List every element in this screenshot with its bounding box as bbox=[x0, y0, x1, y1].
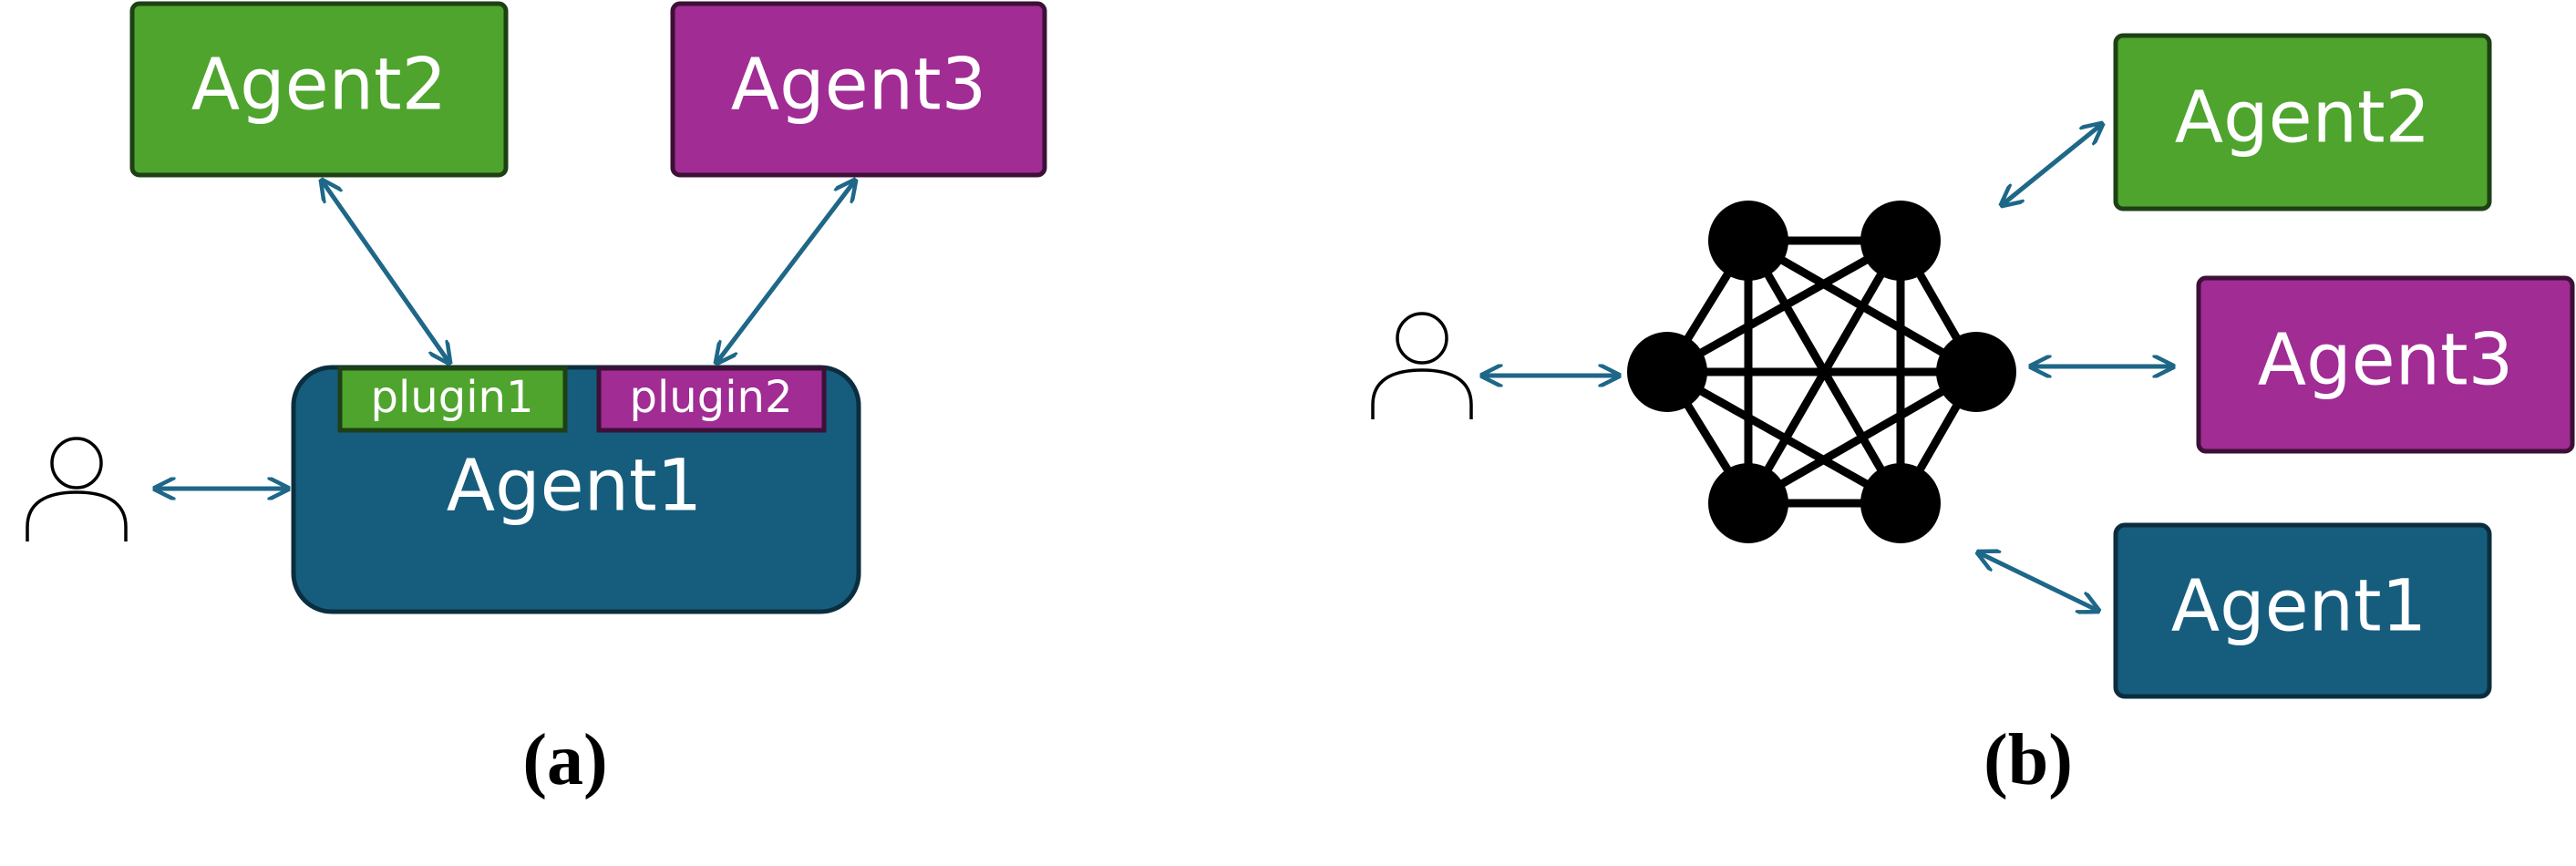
panel-a-agent2-label: Agent2 bbox=[191, 44, 448, 126]
plugin2-tab: plugin2 bbox=[596, 366, 827, 433]
network-node bbox=[1708, 463, 1788, 543]
plugin1-tab: plugin1 bbox=[337, 366, 568, 433]
panel-a-agent2-box: Agent2 bbox=[129, 1, 509, 178]
panel-b-agent3-box: Agent3 bbox=[2196, 275, 2575, 454]
panel-a-agent1-label: Agent1 bbox=[447, 445, 703, 527]
user-icon bbox=[1371, 312, 1473, 419]
arrow-network-agent1 bbox=[1978, 552, 2098, 611]
panel-b: Agent2 Agent3 Agent1 (b) bbox=[1371, 33, 2575, 800]
panel-b-agent1-label: Agent1 bbox=[2171, 565, 2427, 647]
panel-a-agent3-label: Agent3 bbox=[731, 44, 987, 126]
panel-b-caption: (b) bbox=[1984, 720, 2073, 800]
panel-b-agent3-label: Agent3 bbox=[2258, 319, 2514, 401]
plugin1-label: plugin1 bbox=[371, 372, 534, 423]
network-node bbox=[1708, 201, 1788, 281]
panel-a: Agent2 Agent3 Agent1 plugin1 plugin2 bbox=[26, 1, 1047, 800]
user-icon bbox=[26, 437, 128, 541]
panel-a-caption: (a) bbox=[522, 720, 607, 800]
panel-b-agent2-box: Agent2 bbox=[2113, 33, 2492, 211]
plugin2-label: plugin2 bbox=[630, 372, 793, 423]
arrow-network-agent2 bbox=[2002, 124, 2102, 205]
arrow-agent2-plugin1 bbox=[322, 180, 449, 363]
panel-a-agent3-box: Agent3 bbox=[670, 1, 1047, 178]
network-node bbox=[1860, 463, 1941, 543]
panel-b-agent1-box: Agent1 bbox=[2113, 522, 2492, 699]
arrow-agent3-plugin2 bbox=[716, 180, 855, 363]
network-node bbox=[1936, 332, 2016, 412]
panel-b-agent2-label: Agent2 bbox=[2175, 77, 2431, 159]
network-icon bbox=[1627, 201, 2016, 543]
network-node bbox=[1860, 201, 1941, 281]
network-node bbox=[1627, 332, 1707, 412]
